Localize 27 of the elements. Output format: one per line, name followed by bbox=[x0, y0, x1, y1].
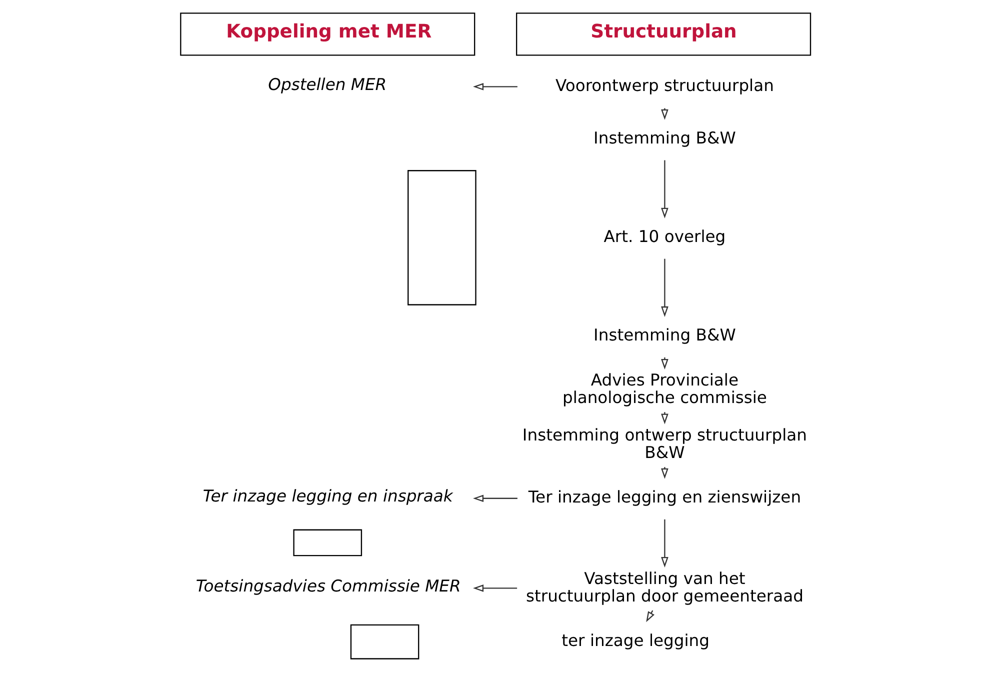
arrow bbox=[472, 82, 517, 90]
node-box: Structuurplan bbox=[516, 12, 811, 56]
node-box bbox=[350, 624, 419, 660]
node-text: Art. 10 overleg bbox=[603, 227, 726, 246]
node-text: ter inzage legging bbox=[561, 631, 709, 650]
arrow bbox=[660, 258, 668, 317]
node-text: Toetsingsadvies Commissie MER bbox=[195, 576, 460, 596]
node-text: Instemming B&W bbox=[593, 326, 736, 345]
node-box bbox=[407, 170, 476, 306]
node-text: Instemming ontwerp structuurplan B&W bbox=[522, 425, 806, 462]
node-box: Koppeling met MER bbox=[180, 12, 475, 56]
arrow bbox=[660, 412, 668, 424]
node-text: Ter inzage legging en inspraak bbox=[202, 486, 452, 506]
arrow bbox=[660, 467, 668, 479]
node-text: Ter inzage legging en zienswijzen bbox=[528, 488, 801, 507]
node-text: Vaststelling van het structuurplan door gemeenteraad bbox=[525, 568, 803, 606]
arrow bbox=[660, 519, 668, 568]
arrow bbox=[660, 357, 668, 370]
node-text: Advies Provinciale planologische commissie bbox=[562, 370, 766, 407]
node-text: Opstellen MER bbox=[268, 74, 386, 94]
arrow bbox=[472, 584, 517, 592]
arrow bbox=[660, 160, 668, 218]
node-box bbox=[292, 529, 362, 556]
node-text: Instemming B&W bbox=[593, 128, 736, 148]
arrow bbox=[660, 108, 668, 120]
arrow bbox=[472, 494, 517, 502]
node-text: Voorontwerp structuurplan bbox=[554, 76, 774, 95]
